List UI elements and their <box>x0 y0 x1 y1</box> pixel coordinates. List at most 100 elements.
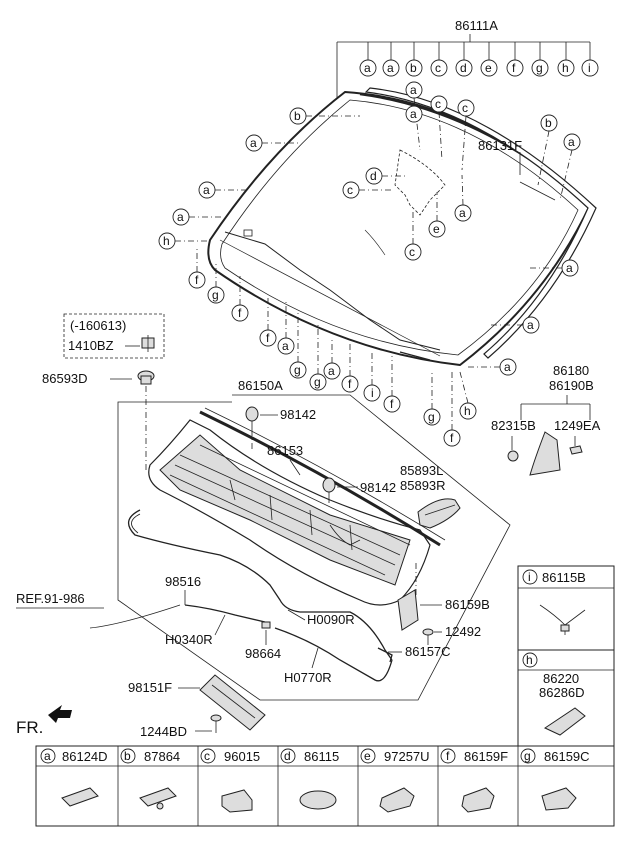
svg-text:a: a <box>566 261 573 275</box>
part-1244BD-label: 1244BD <box>140 724 187 739</box>
side-box-i: i 86115B <box>517 565 615 651</box>
hose-clip <box>377 647 393 663</box>
part-H0770R-label: H0770R <box>284 670 332 685</box>
legend-a-part-icon <box>61 787 99 807</box>
svg-text:d: d <box>284 749 291 763</box>
part-86593D-label: 86593D <box>42 371 88 386</box>
washer-hose-end <box>131 513 141 534</box>
part-H0340R-label: H0340R <box>165 632 213 647</box>
svg-text:g: g <box>294 363 301 377</box>
leader-line <box>520 395 591 420</box>
part-98151F-label: 98151F <box>128 680 172 695</box>
svg-text:a: a <box>177 210 184 224</box>
svg-text:a: a <box>44 749 51 763</box>
svg-text:a: a <box>364 61 371 75</box>
part-86153-label: 86153 <box>267 443 303 458</box>
svg-text:a: a <box>527 318 534 332</box>
svg-text:f: f <box>390 397 394 411</box>
svg-text:g: g <box>536 61 543 75</box>
weatherstrip-edge <box>204 407 446 541</box>
part-82315B-label: 82315B <box>491 418 536 433</box>
svg-text:a: a <box>250 136 257 150</box>
connector-icon <box>261 621 271 629</box>
letter-f-callout <box>506 59 524 77</box>
leader-line <box>311 647 319 669</box>
part-86180-label: 86180 <box>553 363 589 378</box>
screw-icon <box>569 445 583 455</box>
date-note-box <box>63 313 165 359</box>
letter-g-callout <box>531 59 549 77</box>
top-letter-row: a a b c d e f g h i <box>359 42 599 77</box>
part-98664-label: 98664 <box>245 646 281 661</box>
legend-97257U: 97257U <box>384 749 430 764</box>
legend-86159C: 86159C <box>544 749 590 764</box>
bracket-icon <box>199 674 266 731</box>
washer-nozzle-icon <box>245 406 259 430</box>
svg-text:a: a <box>282 339 289 353</box>
svg-text:e: e <box>433 222 440 236</box>
legend-86115: 86115 <box>304 749 339 764</box>
svg-text:c: c <box>409 245 415 259</box>
part-1410BZ-label: 1410BZ <box>68 338 114 353</box>
svg-text:b: b <box>410 61 417 75</box>
bolt-icon <box>210 714 222 733</box>
part-86159B-label: 86159B <box>445 597 490 612</box>
part-86286D-label: 86286D <box>539 685 585 700</box>
clip-icon <box>141 335 155 352</box>
svg-text:d: d <box>370 169 377 183</box>
spacer-icon <box>543 707 586 736</box>
svg-text:f: f <box>450 431 454 445</box>
svg-text:f: f <box>348 377 352 391</box>
letter-c-callout <box>430 59 448 77</box>
weatherstrip <box>199 410 441 547</box>
part-86190B-label: 86190B <box>549 378 594 393</box>
leader-line <box>214 614 226 636</box>
svg-text:g: g <box>428 410 435 424</box>
svg-text:c: c <box>347 183 353 197</box>
svg-text:h: h <box>562 61 569 75</box>
glass-callouts: b a a a h f g f f a g g a f i f g f h <box>158 81 581 447</box>
svg-text:g: g <box>524 749 531 763</box>
legend-86159F: 86159F <box>464 749 508 764</box>
svg-text:g: g <box>314 375 321 389</box>
part-1249EA-label: 1249EA <box>554 418 601 433</box>
letter-i-callout <box>581 59 599 77</box>
svg-text:e: e <box>485 61 492 75</box>
svg-text:i: i <box>371 386 374 400</box>
date-note-label: (-160613) <box>70 318 126 333</box>
leader-line <box>287 609 306 621</box>
part-86115B-label: 86115B <box>542 570 586 585</box>
part-86157C-label: 86157C <box>405 644 451 659</box>
leader-line <box>289 459 301 476</box>
legend-86124D: 86124D <box>62 749 108 764</box>
svg-text:c: c <box>204 749 210 763</box>
svg-text:b: b <box>294 109 301 123</box>
grommet-icon <box>137 370 155 385</box>
front-arrow-icon <box>48 705 72 723</box>
legend-b-part-icon <box>139 787 177 807</box>
svg-text:f: f <box>446 749 450 763</box>
svg-text:h: h <box>464 404 471 418</box>
svg-text:a: a <box>504 360 511 374</box>
side-box-h: h 86220 86286D <box>517 649 615 747</box>
svg-text:b: b <box>124 749 131 763</box>
front-direction-label: FR. <box>16 718 43 737</box>
legend-e-part-icon <box>379 787 415 813</box>
part-86131F-label: 86131F <box>478 138 522 153</box>
svg-text:a: a <box>459 206 466 220</box>
part-86220-label: 86220 <box>543 671 579 686</box>
part-H0090R-label: H0090R <box>307 612 355 627</box>
letter-d-callout <box>455 59 473 77</box>
svg-text:f: f <box>266 331 270 345</box>
svg-text:a: a <box>328 364 335 378</box>
svg-text:a: a <box>410 83 417 97</box>
screw-icon <box>422 628 434 645</box>
svg-text:c: c <box>462 101 468 115</box>
part-86111A-label: 86111A <box>455 18 498 33</box>
svg-text:d: d <box>460 61 467 75</box>
legend-96015: 96015 <box>224 749 260 764</box>
svg-text:a: a <box>203 183 210 197</box>
nut-icon <box>507 450 519 462</box>
part-98142-label: 98142 <box>360 480 396 495</box>
hose-segment <box>184 604 266 623</box>
